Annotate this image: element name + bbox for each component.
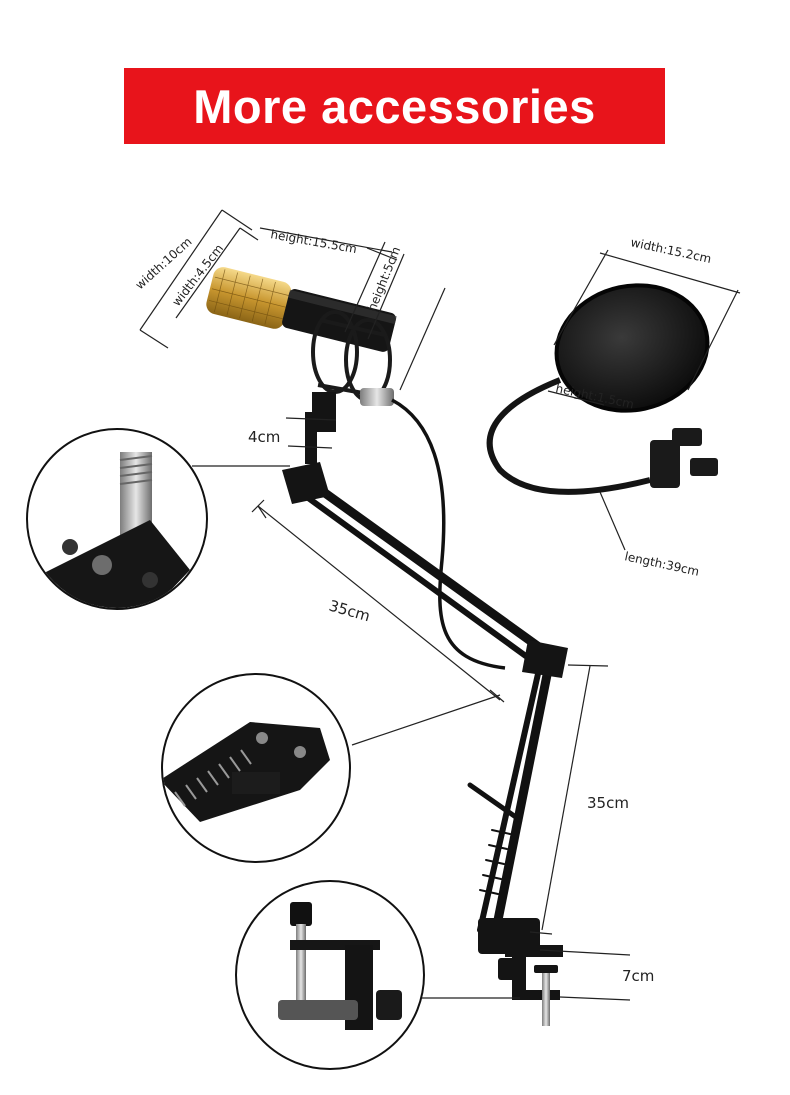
label-clamp-height: 7cm	[622, 967, 654, 985]
arm-top-joint	[282, 462, 330, 504]
label-arm-upper: 35cm	[327, 597, 372, 626]
screw-mount-detail-icon	[26, 428, 208, 610]
scissor-arm	[295, 470, 555, 940]
desk-clamp-detail-icon	[235, 880, 425, 1070]
title-banner: More accessories	[124, 68, 665, 144]
base-clamp	[478, 918, 563, 1026]
arm-elbow-joint	[522, 640, 568, 678]
spring-joint-detail-icon	[161, 673, 351, 863]
label-mic-length: height:15.5cm	[269, 227, 357, 256]
dimension-lines	[139, 209, 741, 1001]
label-arm-lower: 35cm	[587, 794, 629, 812]
label-gooseneck-length: length:39cm	[623, 549, 700, 578]
mic-body	[282, 289, 396, 352]
pop-filter	[486, 283, 718, 495]
pop-filter-clip	[650, 428, 718, 488]
label-filter-width: width:15.2cm	[629, 235, 712, 266]
label-mount-gap: 4cm	[248, 428, 280, 446]
banner-title: More accessories	[193, 79, 596, 133]
